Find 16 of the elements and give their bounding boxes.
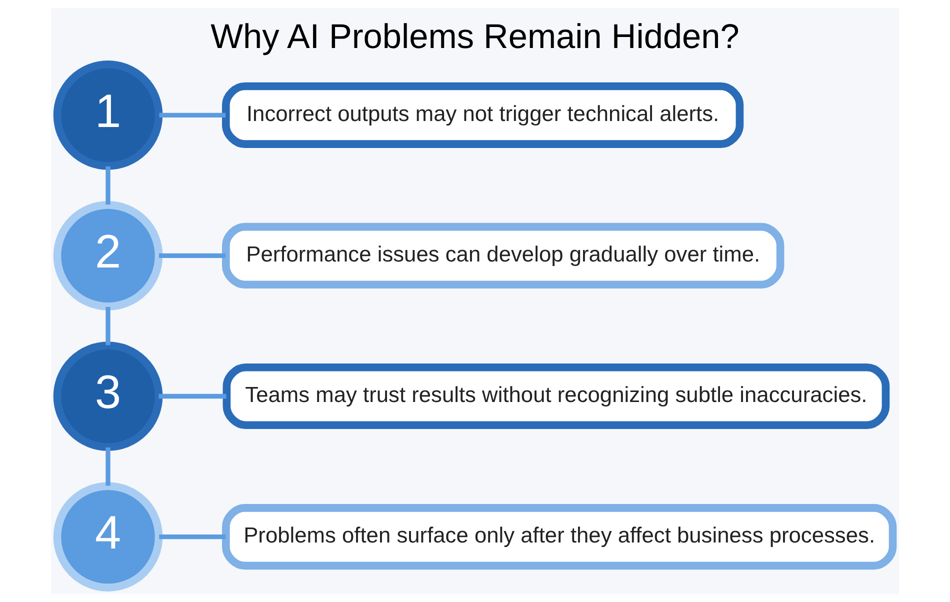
node-circle: 1: [53, 60, 163, 170]
connector: [159, 534, 226, 540]
node-circle: 3: [53, 342, 163, 451]
node-circle: 4: [53, 482, 163, 592]
connector: [106, 166, 110, 205]
connector: [106, 306, 110, 346]
connector: [158, 394, 226, 399]
connector: [158, 253, 226, 258]
diagram-title: Why AI Problems Remain Hidden?: [210, 18, 740, 56]
connector: [106, 447, 110, 486]
node-box: Incorrect outputs may not trigger technical alerts.: [222, 82, 744, 148]
node-circle: 2: [53, 201, 163, 310]
node-box: Teams may trust results without recognizing subtle inaccuracies.: [222, 363, 890, 430]
connector: [159, 112, 226, 118]
node-box: Problems often surface only after they affect business processes.: [222, 504, 897, 570]
node-box: Performance issues can develop gradually over time.: [222, 222, 784, 288]
